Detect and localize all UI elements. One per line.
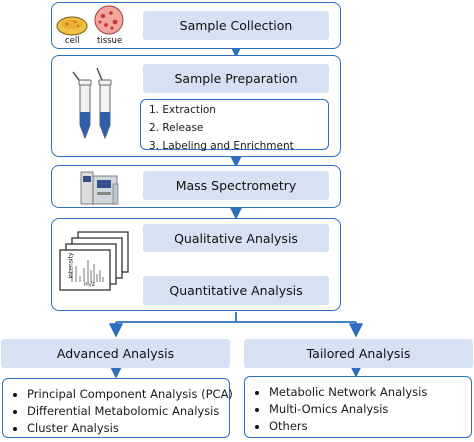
tailored-item: Multi-Omics Analysis	[255, 401, 471, 418]
advanced-analysis-step: Advanced Analysis	[1, 339, 230, 368]
sample-preparation-step: Sample Preparation	[143, 64, 329, 93]
spectrum-y-label: intensity	[67, 252, 75, 279]
advanced-analysis-list: Principal Component Analysis (PCA) Diffe…	[2, 378, 233, 438]
spectrum-x-label: m/z	[84, 281, 96, 288]
preparation-steps-list: 1. Extraction 2. Release 3. Labeling and…	[140, 99, 329, 152]
mass-spectrometry-step: Mass Spectrometry	[143, 171, 329, 200]
tissue-label: tissue	[97, 36, 123, 46]
advanced-item: Differential Metabolomic Analysis	[13, 403, 229, 420]
preparation-step-item: 2. Release	[149, 122, 204, 134]
tailored-item: Others	[255, 418, 471, 435]
quantitative-analysis-step: Quantitative Analysis	[143, 276, 329, 305]
preparation-step-item: 3. Labeling and Enrichment	[149, 140, 294, 152]
sample-collection-step: Sample Collection	[143, 11, 329, 40]
preparation-step-item: 1. Extraction	[149, 104, 216, 116]
tailored-analysis-step: Tailored Analysis	[244, 339, 473, 368]
advanced-item: Principal Component Analysis (PCA)	[13, 387, 233, 401]
tailored-item: Metabolic Network Analysis	[255, 384, 471, 401]
qualitative-analysis-step: Qualitative Analysis	[143, 224, 329, 252]
cell-label: cell	[65, 36, 80, 46]
tailored-analysis-list: Metabolic Network Analysis Multi-Omics A…	[244, 376, 472, 438]
advanced-item: Cluster Analysis	[13, 420, 229, 437]
